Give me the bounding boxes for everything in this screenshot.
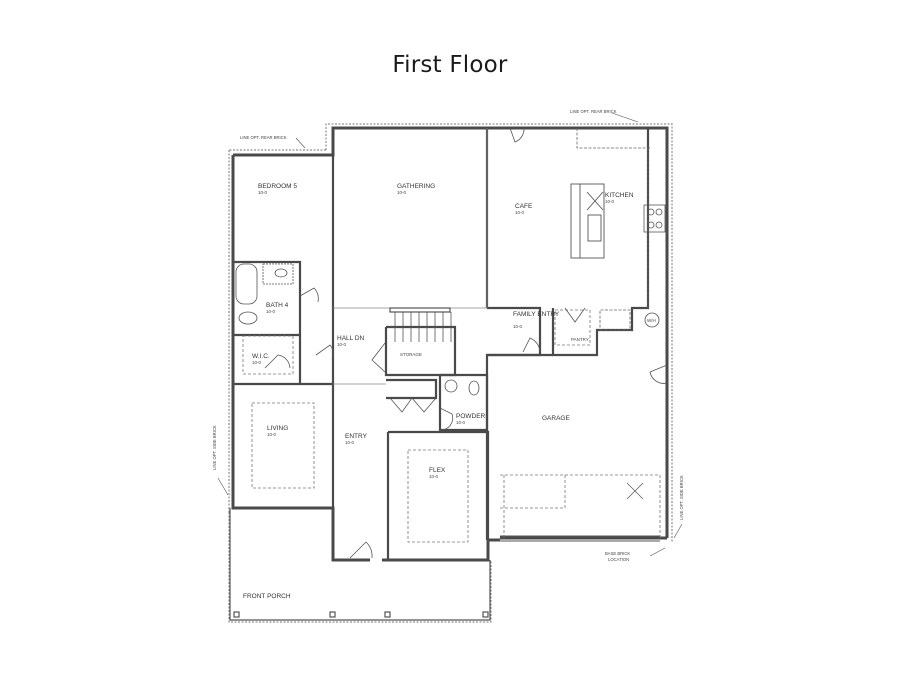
label-wh: W/H	[647, 318, 656, 323]
label-kitchen: KITCHEN	[605, 192, 634, 199]
svg-text:10-0: 10-0	[258, 190, 268, 195]
svg-text:10-0: 10-0	[252, 360, 262, 365]
note-rear-brick-right: LINE OPT. REAR BRICK	[570, 109, 617, 114]
note-base-brick: BASE BRICK	[605, 551, 630, 556]
label-wic: W.I.C.	[252, 353, 270, 360]
garage-door	[500, 535, 660, 542]
svg-text:10-0: 10-0	[267, 432, 277, 437]
kitchen-island	[570, 183, 605, 259]
label-front-porch: FRONT PORCH	[243, 593, 291, 600]
kitchen-counters	[576, 128, 650, 331]
svg-text:10-0: 10-0	[397, 190, 407, 195]
page-title: First Floor	[392, 52, 508, 78]
svg-text:10-0: 10-0	[429, 474, 439, 479]
label-flex: FLEX	[429, 467, 446, 474]
label-cafe: CAFE	[515, 203, 533, 210]
note-side-brick-left: LINE OPT. SIDE BRICK	[212, 425, 217, 470]
svg-text:10-0: 10-0	[513, 324, 523, 329]
svg-text:10-0: 10-0	[345, 440, 355, 445]
label-gathering: GATHERING	[397, 183, 435, 190]
svg-text:10-0: 10-0	[337, 342, 347, 347]
doors	[264, 127, 668, 559]
interior-walls	[233, 128, 650, 560]
svg-text:10-0: 10-0	[266, 309, 276, 314]
note-rear-brick-left: LINE OPT. REAR BRICK	[240, 135, 287, 140]
label-family-entry: FAMILY ENTRY	[513, 311, 560, 318]
label-hall: HALL DN	[337, 335, 365, 342]
stairs	[389, 307, 452, 342]
water-heater-icon	[644, 312, 660, 328]
label-bath4: BATH 4	[266, 302, 289, 309]
label-living: LIVING	[267, 425, 288, 432]
label-pantry: PANTRY	[571, 337, 589, 342]
note-base-brick-location: LOCATION	[608, 557, 629, 562]
svg-text:10-0: 10-0	[605, 199, 615, 204]
ceiling-outlines	[242, 309, 661, 543]
room-dividers	[333, 128, 488, 385]
bath-fixtures	[235, 263, 480, 396]
svg-text:10-0: 10-0	[456, 420, 466, 425]
label-garage: GARAGE	[542, 415, 570, 422]
room-labels: BEDROOM 5 10-0 GATHERING 10-0 CAFE 10-0 …	[243, 183, 656, 600]
label-entry: ENTRY	[345, 433, 368, 440]
plan-notes: LINE OPT. REAR BRICK LINE OPT. REAR BRIC…	[212, 109, 684, 562]
svg-text:10-0: 10-0	[515, 210, 525, 215]
front-porch-outline	[229, 508, 491, 621]
label-powder: POWDER	[456, 413, 486, 420]
vent-icon	[626, 482, 644, 500]
cooktop	[643, 204, 666, 233]
brick-outline	[228, 123, 673, 623]
label-bedroom5: BEDROOM 5	[258, 183, 297, 190]
label-storage: STORAGE	[400, 352, 422, 357]
note-side-brick-right: LINE OPT. SIDE BRICK	[679, 475, 684, 520]
note-leaders	[217, 112, 683, 557]
